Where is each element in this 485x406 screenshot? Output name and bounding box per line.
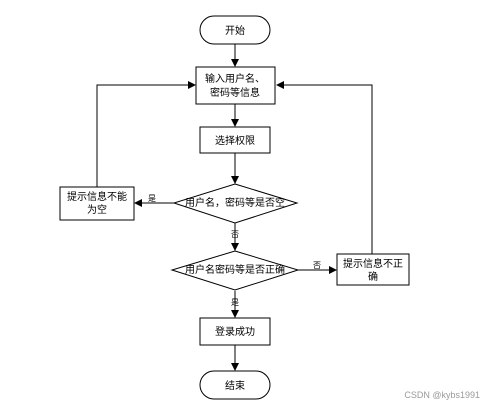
node-login: 登录成功: [199, 317, 271, 346]
node-check-empty-label: 用户名，密码等是否空: [185, 196, 285, 209]
node-wrong-msg: 提示信息不正 确: [336, 253, 410, 286]
node-check-correct-label: 用户名密码等是否正确: [185, 263, 285, 276]
node-check-empty: 用户名，密码等是否空: [172, 183, 299, 224]
edge-label-empty-no: 否: [231, 230, 239, 239]
watermark: CSDN @kybs1991: [404, 390, 480, 400]
node-empty-msg-line1: 提示信息不能: [67, 190, 127, 203]
node-start: 开始: [199, 15, 271, 45]
node-empty-msg: 提示信息不能 为空: [59, 186, 135, 221]
node-select-label: 选择权限: [215, 134, 255, 147]
node-empty-msg-line2: 为空: [87, 203, 107, 216]
node-wrong-msg-line2: 确: [368, 270, 378, 283]
edge-wrong-msg-back: [276, 81, 373, 254]
node-input: 输入用户名、 密码等信息: [195, 66, 276, 105]
node-input-label-line1: 输入用户名、: [205, 72, 265, 85]
node-input-label-line2: 密码等信息: [210, 86, 260, 99]
node-select: 选择权限: [199, 126, 271, 154]
node-start-label: 开始: [225, 24, 245, 37]
edge-empty-msg-back: [96, 81, 196, 187]
node-check-correct: 用户名密码等是否正确: [170, 250, 300, 291]
node-end: 结束: [199, 370, 271, 400]
edge-label-correct-no: 否: [313, 261, 321, 270]
edge-label-correct-yes: 是: [231, 298, 239, 307]
edge-label-empty-yes: 是: [148, 194, 156, 203]
node-end-label: 结束: [225, 379, 245, 392]
node-login-label: 登录成功: [215, 325, 255, 338]
node-wrong-msg-line1: 提示信息不正: [343, 257, 403, 270]
